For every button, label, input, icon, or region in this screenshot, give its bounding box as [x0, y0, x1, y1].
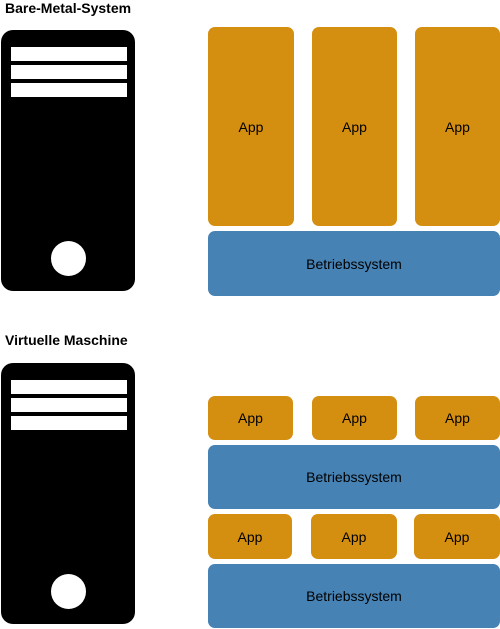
guest-os-box: Betriebssystem	[208, 445, 500, 509]
guest-app-box-3: App	[415, 396, 500, 440]
app-box-1: App	[208, 27, 294, 226]
os-box: Betriebssystem	[208, 231, 500, 296]
drive-bay-2	[11, 398, 127, 412]
guest-app-box-1: App	[208, 396, 293, 440]
host-app-box-2: App	[311, 514, 397, 559]
power-button-icon	[51, 574, 86, 609]
host-app-box-1: App	[208, 514, 292, 559]
server-tower-icon	[1, 30, 135, 291]
drive-bay-3	[11, 83, 127, 97]
server-tower-icon	[1, 363, 135, 624]
drive-bay-3	[11, 416, 127, 430]
host-os-box: Betriebssystem	[208, 564, 500, 628]
app-box-3: App	[415, 27, 500, 226]
drive-bay-1	[11, 47, 127, 61]
drive-bay-1	[11, 380, 127, 394]
app-box-2: App	[312, 27, 397, 226]
host-app-box-3: App	[414, 514, 500, 559]
drive-bay-2	[11, 65, 127, 79]
virtual-machine-title: Virtuelle Maschine	[5, 332, 128, 348]
bare-metal-title: Bare-Metal-System	[5, 0, 132, 16]
guest-app-box-2: App	[312, 396, 397, 440]
power-button-icon	[51, 241, 86, 276]
